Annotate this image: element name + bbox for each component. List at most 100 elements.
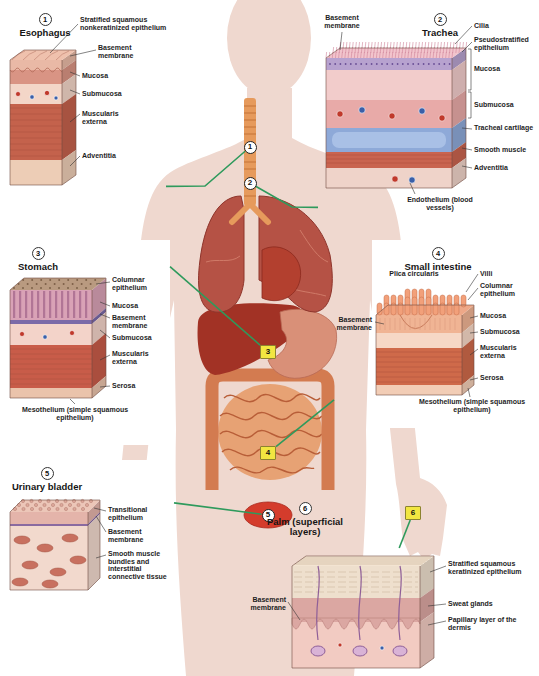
- cilium: [448, 52, 450, 58]
- tissue-layer: [10, 512, 88, 524]
- cilium: [462, 42, 464, 48]
- part-label: Mucosa: [82, 72, 142, 80]
- trachea-organ: [244, 98, 256, 206]
- gastric-gland: [85, 291, 87, 318]
- leader-line: [70, 399, 75, 404]
- gastric-pit: [31, 279, 33, 281]
- tissue-layer-side: [88, 514, 100, 590]
- tissue-surface: [10, 50, 76, 60]
- cell-nucleus: [366, 63, 368, 65]
- part-label: Endothelium (blood vessels): [395, 196, 485, 211]
- tissue-panel: 1Esophagus: [6, 6, 166, 192]
- part-label: Submucosa: [474, 101, 529, 109]
- sweat-gland: [311, 646, 325, 656]
- part-label: Sweat glands: [448, 600, 534, 608]
- gastric-pit: [85, 287, 87, 289]
- cilium: [335, 52, 337, 58]
- callout-number: 3: [32, 247, 45, 260]
- cell-nucleus: [371, 63, 373, 65]
- leader-line: [70, 90, 80, 94]
- head: [227, 0, 311, 96]
- tissue-layer: [326, 128, 452, 152]
- cilium: [452, 52, 454, 58]
- tissue-surface: [10, 278, 106, 290]
- muscle-striation: [376, 362, 462, 363]
- cilium: [348, 52, 350, 58]
- cilium: [363, 52, 365, 58]
- panel-heading: 1Esophagus: [10, 8, 80, 38]
- intestinal-crypt: [400, 318, 401, 330]
- gastric-pit: [54, 283, 56, 285]
- blood-vessel: [389, 113, 395, 119]
- blood-vessel: [337, 111, 343, 117]
- leader-line: [468, 288, 478, 300]
- cell-nucleus: [418, 63, 420, 65]
- part-label: Basement membrane: [112, 314, 162, 329]
- part-label: Muscularis externa: [480, 344, 530, 359]
- tissue-layer-side: [92, 376, 106, 398]
- panel-heading: 6Palm (superficial layers): [257, 497, 353, 538]
- callout-number: 2: [248, 179, 252, 187]
- muscle-striation: [10, 144, 62, 145]
- epithelial-cell: [39, 507, 42, 510]
- cilium: [429, 52, 431, 58]
- muscle-striation: [10, 349, 92, 350]
- part-label: Submucosa: [112, 334, 162, 342]
- gastric-pit: [94, 279, 96, 281]
- mucosal-fold: [34, 51, 47, 60]
- part-label: Cilia: [474, 22, 514, 30]
- intestinal-crypt: [445, 318, 446, 330]
- gastric-pit: [45, 283, 47, 285]
- muscle-striation: [10, 354, 92, 355]
- cilium: [379, 52, 381, 58]
- cell-nucleus: [412, 63, 414, 65]
- part-label: Mucosa: [474, 65, 529, 73]
- leader-line: [468, 388, 470, 397]
- leader-line: [96, 516, 106, 532]
- panel-heading: 5Urinary bladder: [2, 462, 92, 492]
- muscle-striation: [10, 374, 92, 375]
- sweat-gland: [393, 646, 407, 656]
- epithelial-cell: [47, 507, 50, 510]
- gastric-pit: [27, 283, 29, 285]
- tissue-layer: [376, 348, 462, 385]
- bronchi: [232, 204, 268, 222]
- muscle-striation: [326, 159, 452, 160]
- intestinal-crypt: [420, 318, 421, 330]
- panel-heading: 2Trachea: [405, 8, 475, 38]
- tissue-layer: [10, 84, 62, 104]
- leader-line: [462, 128, 472, 129]
- tissue-layer: [376, 315, 462, 333]
- tissue-layer: [376, 385, 462, 395]
- blood-vessel: [16, 92, 21, 97]
- epithelial-cell: [73, 507, 76, 510]
- tissue-outline: [376, 305, 474, 395]
- callout-number: 2: [434, 13, 447, 26]
- blood-vessel: [380, 646, 384, 650]
- panel-heading: 4Small intestine: [393, 242, 483, 272]
- cartilage-highlight: [332, 132, 446, 148]
- tissue-layer: [10, 345, 92, 388]
- cilium: [370, 52, 372, 58]
- cilium: [433, 52, 435, 58]
- part-label: Stratified squamous nonkeratinized epith…: [80, 16, 168, 31]
- cell-nucleus: [355, 63, 357, 65]
- leader-line: [100, 302, 110, 306]
- gastric-pit: [31, 287, 33, 289]
- blood-vessel: [439, 115, 445, 121]
- skin-ridge: [295, 564, 423, 565]
- mucosal-fold: [12, 51, 25, 60]
- leader-line: [100, 355, 110, 360]
- muscle-bundle: [22, 561, 38, 569]
- cilium: [398, 52, 400, 58]
- blood-vessel: [419, 108, 425, 114]
- cell-nucleus: [340, 63, 342, 65]
- tissue-panel: 6Palm (superficial layers): [284, 548, 444, 672]
- intestinal-crypt: [440, 318, 441, 330]
- tissue-layer: [326, 100, 452, 128]
- gastric-pit: [49, 279, 51, 281]
- part-label: Mucosa: [112, 302, 162, 310]
- part-label: Basement membrane: [108, 528, 172, 543]
- gastric-pit: [63, 283, 65, 285]
